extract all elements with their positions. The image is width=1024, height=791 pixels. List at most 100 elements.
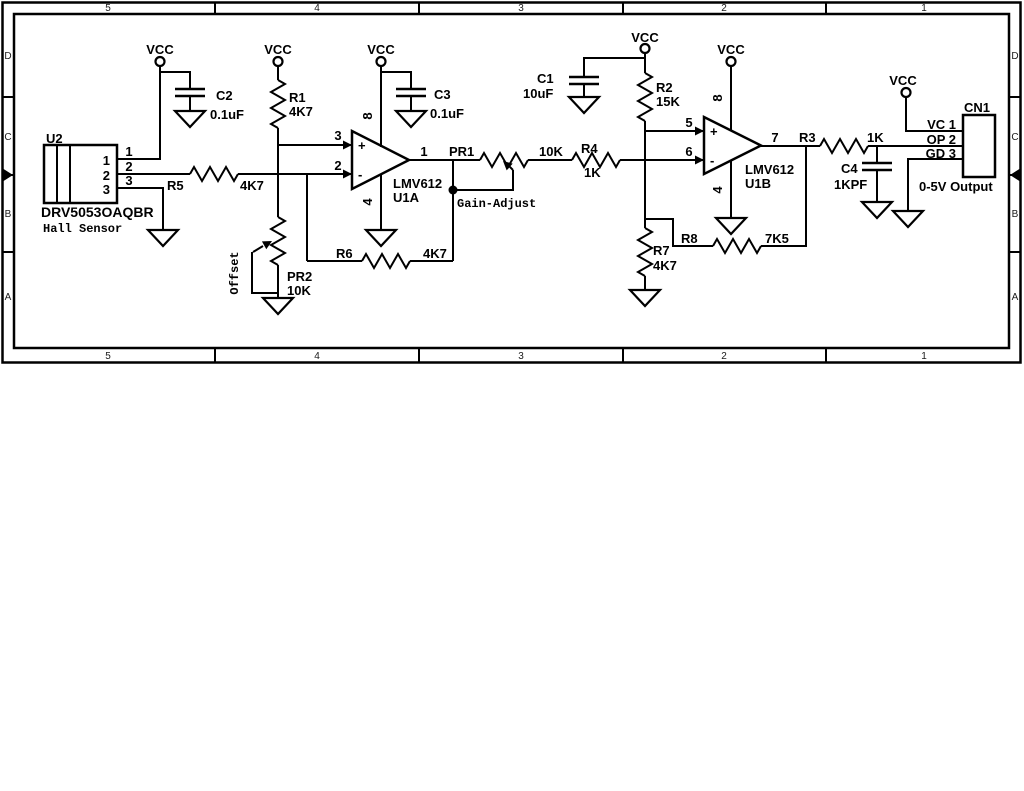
u1a-inv-arrow-icon [343,169,352,179]
u1b-pin8-label: 8 [710,94,725,101]
vcc-u1a-label: VCC [367,42,395,57]
wire-u2pin1-vcc [117,66,161,160]
trimmer-pr1 [479,152,529,168]
grid-col-top-3: 3 [518,3,524,14]
pr2-offset-label: Offset [228,251,242,294]
u1b-pin5-label: 5 [685,115,692,130]
resistor-r5 [189,166,239,182]
cn1-desc-label: 0-5V Output [919,179,993,194]
wire-c1-top [583,57,645,77]
sheet-frame: 5 4 3 2 1 5 4 3 2 1 D C B A D C B A [1,1,1022,364]
capacitors: C2 0.1uF C3 0.1uF C1 10uF C4 1KPF [175,71,892,192]
wires [117,53,963,298]
vcc-cn1-icon [900,86,912,99]
ground-u1a-icon [364,228,398,248]
u1a-pin2-label: 2 [334,158,341,173]
c4-value-label: 1KPF [834,177,867,192]
r3-value-label: 1K [867,130,884,145]
r6-value-label: 4K7 [423,246,447,261]
wire-pr1-wiper [453,163,514,191]
wire-pr2-wiper [251,245,278,294]
resistor-r8 [712,238,762,254]
resistors: R5 4K7 R1 4K7 PR2 10K Offset R6 4K7 PR1 … [167,72,884,298]
vcc-r1-label: VCC [264,42,292,57]
grid-col-bot-1: 1 [921,351,927,362]
vcc-u1a-icon [375,55,387,68]
u1b-pin7-label: 7 [771,130,778,145]
grid-row-right-d: D [1011,51,1018,62]
r3-ref-label: R3 [799,130,816,145]
u2-pin1-label: 1 [103,153,110,168]
grid-col-bot-5: 5 [105,351,111,362]
u2-pin2-label: 2 [103,168,110,183]
grid-col-bot-2: 2 [721,351,727,362]
r1-value-label: 4K7 [289,104,313,119]
u1b-pin6-label: 6 [685,144,692,159]
grid-col-top-4: 4 [314,3,320,14]
cn1-body [961,113,997,179]
pr1-ref-label: PR1 [449,144,474,159]
vcc-cn1-label: VCC [889,73,917,88]
left-fold-arrow-icon [2,168,13,182]
grid-col-bot-3: 3 [518,351,524,362]
r8-ref-label: R8 [681,231,698,246]
wire-c3-top [381,71,412,89]
u2-pad3-label: 3 [125,173,132,188]
grid-col-top-2: 2 [721,3,727,14]
wire-u2pin3-gnd [117,187,164,230]
component-u2-hall-sensor: U2 DRV5053OAQBR Hall Sensor 1 2 3 1 2 3 [41,131,154,236]
u1b-nonInv-arrow-icon [695,126,704,136]
u2-ref-label: U2 [46,131,63,146]
r5-value-label: 4K7 [240,178,264,193]
u1a-body [350,128,412,192]
outer-border [1,1,1022,364]
ground-c4-icon [860,200,894,220]
capacitor-c3 [396,87,426,98]
u2-part-label: DRV5053OAQBR [41,204,154,220]
wire-c2-top [160,71,191,89]
vcc-r1-icon [272,55,284,68]
u2-pad2-label: 2 [125,159,132,174]
resistor-r6 [361,253,411,269]
vcc-u2-icon [154,55,166,68]
capacitor-c4 [862,161,892,172]
grid-row-right-c: C [1011,132,1018,143]
grid-row-left-d: D [4,51,11,62]
ground-cn1-icon [891,209,925,229]
vcc-u1b-icon [725,55,737,68]
r4-ref-label: R4 [581,141,598,156]
r7-ref-label: R7 [653,243,670,258]
u1a-part-label: LMV612 [393,176,442,191]
r2-ref-label: R2 [656,80,673,95]
resistor-r7 [637,227,653,277]
grid-row-left-b: B [5,209,12,220]
capacitor-c2 [175,87,205,98]
vcc-symbols: VCC VCC VCC VCC VCC VCC [146,30,917,99]
u1a-pin1-label: 1 [420,144,427,159]
u1b-ref-label: U1B [745,176,771,191]
cn1-pin-op-label: OP 2 [927,132,956,147]
r5-ref-label: R5 [167,178,184,193]
c2-ref-label: C2 [216,88,233,103]
pr1-value-label: 10K [539,144,563,159]
u1a-pin3-label: 3 [334,128,341,143]
ground-pr2-icon [261,296,295,316]
trimmer-pr2 [270,216,286,266]
inner-border [12,12,1011,350]
grid-col-bot-4: 4 [314,351,320,362]
u2-desc-label: Hall Sensor [43,222,122,236]
r8-value-label: 7K5 [765,231,789,246]
grid-row-left-c: C [4,132,11,143]
c3-value-label: 0.1uF [430,106,464,121]
component-u1b-opamp: + - 5 6 7 8 4 LMV612 U1B [685,94,794,193]
u1b-part-label: LMV612 [745,162,794,177]
vcc-r2-icon [639,42,651,55]
vcc-r2-label: VCC [631,30,659,45]
u1b-plus-sign: + [710,124,718,139]
c1-value-label: 10uF [523,86,553,101]
u2-pin3-label: 3 [103,182,110,197]
ground-c3-icon [394,109,428,129]
right-fold-arrow-icon [1010,168,1021,182]
ground-u2-icon [146,228,180,248]
